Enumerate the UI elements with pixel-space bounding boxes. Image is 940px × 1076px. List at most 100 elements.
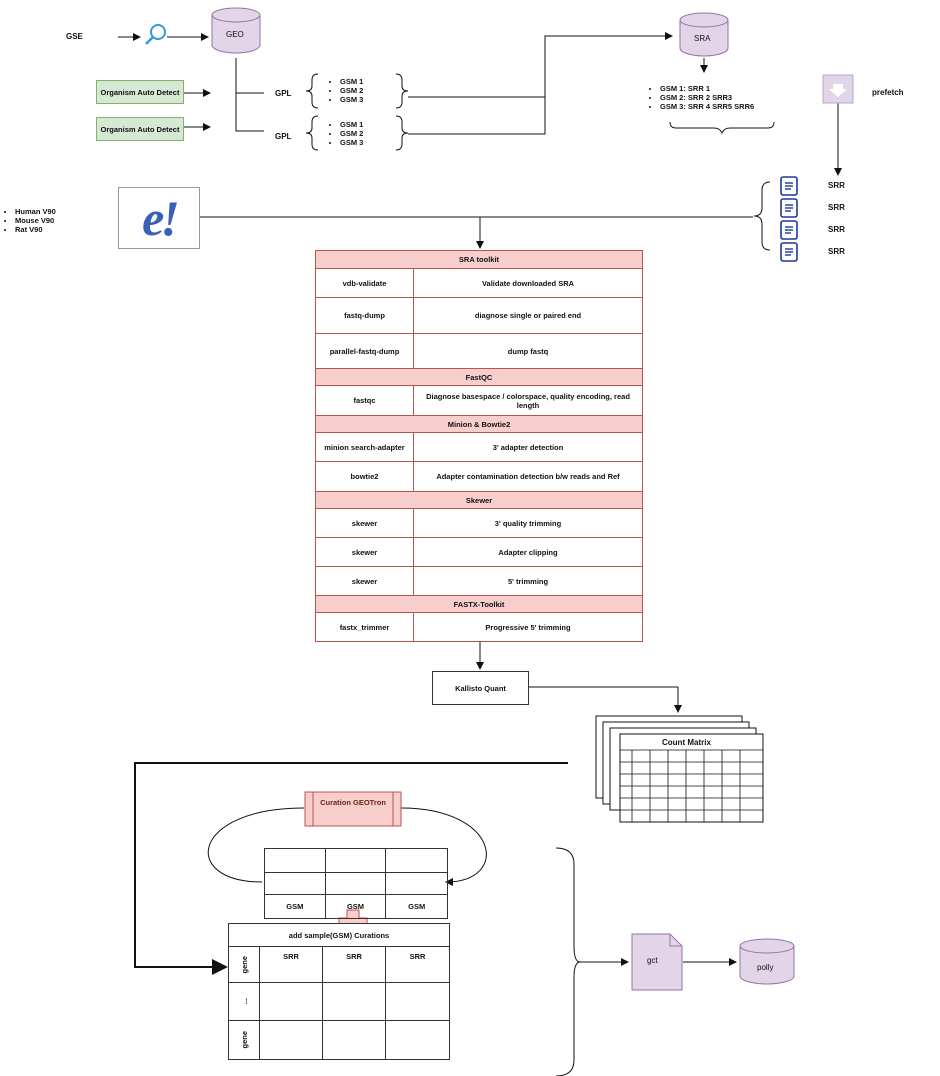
tool-name: skewer	[316, 509, 414, 537]
search-icon	[145, 24, 166, 45]
section-header-fastqc: FastQC	[316, 369, 642, 386]
sra-label: SRA	[694, 34, 711, 43]
line-gsm2-sra	[408, 97, 546, 135]
gse-label: GSE	[66, 32, 83, 41]
tool-row: vdb-validate Validate downloaded SRA	[316, 269, 642, 298]
tool-desc: Diagnose basespace / colorspace, quality…	[426, 391, 630, 410]
tool-desc: 3' quality trimming	[494, 518, 562, 528]
row-label: gene	[229, 947, 260, 983]
gsm-list-1: GSM 1 GSM 2 GSM 3	[328, 77, 363, 104]
sra-mapping-list: GSM 1: SRR 1 GSM 2: SRR 2 SRR3 GSM 3: SR…	[648, 84, 754, 111]
tool-name: fastqc	[316, 386, 414, 415]
loop-curation-right	[400, 807, 487, 886]
document-icon	[780, 220, 798, 240]
organism-autodetect-box-2: Organism Auto Detect	[96, 117, 184, 141]
tool-name: fastx_trimmer	[316, 613, 414, 641]
gsm-item: GSM 1	[340, 120, 363, 129]
mapping-item: GSM 2: SRR 2 SRR3	[660, 93, 754, 102]
srr-column-label: SRR	[323, 947, 386, 983]
gpl-label-2: GPL	[275, 132, 292, 141]
tool-desc: Validate downloaded SRA	[481, 278, 575, 288]
tool-name: vdb-validate	[316, 269, 414, 297]
sra-database-icon	[679, 12, 729, 57]
gsm-column-label: GSM	[326, 895, 387, 918]
tool-desc: 5' trimming	[507, 576, 549, 586]
gsm-item: GSM 3	[340, 95, 363, 104]
gsm-column-label: GSM	[265, 895, 326, 918]
tool-name: skewer	[316, 538, 414, 566]
grid-cell	[386, 849, 447, 873]
genome-item: Human V90	[15, 207, 56, 216]
srr-file-1: SRR	[780, 176, 845, 201]
section-header-skewer: Skewer	[316, 492, 642, 509]
curation-box-shape	[304, 791, 402, 827]
gct-file-icon	[631, 933, 683, 991]
tool-desc: 3' adapter detection	[492, 442, 564, 452]
srr-file-3: SRR	[780, 220, 845, 245]
line-matrix-loop	[134, 762, 568, 975]
data-cell	[386, 983, 449, 1021]
mapping-item: GSM 1: SRR 1	[660, 84, 754, 93]
srr-grid: gene SRR SRR SRR ... gene	[229, 947, 449, 1059]
document-icon	[780, 176, 798, 196]
count-matrix-stack	[595, 715, 764, 823]
row-label-text: gene	[239, 955, 249, 974]
line-gsm-sra	[408, 32, 673, 98]
brace-right-1	[395, 73, 409, 109]
tool-row: skewer 5' trimming	[316, 567, 642, 596]
tool-row: fastx_trimmer Progressive 5' trimming	[316, 613, 642, 641]
tool-desc: diagnose single or paired end	[474, 311, 582, 320]
sample-curation-title: add sample(GSM) Curations	[229, 924, 449, 947]
gsm-item: GSM 1	[340, 77, 363, 86]
srr-file-4: SRR	[780, 242, 845, 267]
organism-autodetect-box-1: Organism Auto Detect	[96, 80, 184, 104]
brace-mapping	[669, 121, 775, 135]
loop-curation-left	[207, 807, 305, 883]
tool-row: minion search-adapter 3' adapter detecti…	[316, 433, 642, 462]
data-cell	[386, 1021, 449, 1059]
gsm-item: GSM 2	[340, 129, 363, 138]
tool-desc: dump fastq	[507, 346, 549, 356]
count-matrix-label: Count Matrix	[662, 738, 711, 747]
genome-item: Rat V90	[15, 225, 56, 234]
section-header-fastx-toolkit: FASTX-Toolkit	[316, 596, 642, 613]
geo-label: GEO	[226, 30, 244, 39]
srr-file-label: SRR	[828, 225, 845, 234]
mapping-item: GSM 3: SRR 4 SRR5 SRR6	[660, 102, 754, 111]
gct-label: gct	[647, 956, 658, 965]
line-geo-gpl	[235, 58, 264, 132]
gsm-item: GSM 2	[340, 86, 363, 95]
geo-database-icon	[211, 7, 261, 54]
arrow-kallisto-matrix	[527, 686, 682, 713]
tool-name: fastq-dump	[316, 298, 414, 333]
ensembl-logo-text: e!	[142, 190, 180, 246]
tool-name: skewer	[316, 567, 414, 595]
toolkit-table: SRA toolkit vdb-validate Validate downlo…	[315, 250, 643, 642]
tool-name: minion search-adapter	[316, 433, 414, 461]
row-label: ...	[229, 983, 260, 1021]
srr-column-label: SRR	[386, 947, 449, 983]
prefetch-label: prefetch	[872, 88, 904, 97]
grid-cell	[325, 873, 387, 895]
ensembl-logo: e!	[118, 187, 200, 249]
row-label: gene	[229, 1021, 260, 1059]
document-icon	[780, 242, 798, 262]
gsm-item: GSM 3	[340, 138, 363, 147]
gsm-curation-grid: GSM GSM GSM	[264, 848, 448, 919]
srr-file-label: SRR	[828, 181, 845, 190]
gpl-label-1: GPL	[275, 89, 292, 98]
kallisto-quant-box: Kallisto Quant	[432, 671, 529, 705]
sample-curation-table: add sample(GSM) Curations gene SRR SRR S…	[228, 923, 450, 1060]
gsm-column-label: GSM	[408, 902, 426, 911]
brace-left-2	[305, 115, 319, 151]
tool-desc: Progressive 5' trimming	[485, 622, 571, 632]
srr-file-list: SRR SRR SRR SRR	[780, 176, 860, 266]
section-header-minion-bowtie2: Minion & Bowtie2	[316, 416, 642, 433]
brace-srr	[753, 181, 771, 251]
data-cell	[260, 1021, 323, 1059]
brace-left-1	[305, 73, 319, 109]
download-icon	[822, 74, 854, 104]
srr-file-label: SRR	[828, 203, 845, 212]
srr-column-label: SRR	[260, 947, 323, 983]
gsm-list-2: GSM 1 GSM 2 GSM 3	[328, 120, 363, 147]
